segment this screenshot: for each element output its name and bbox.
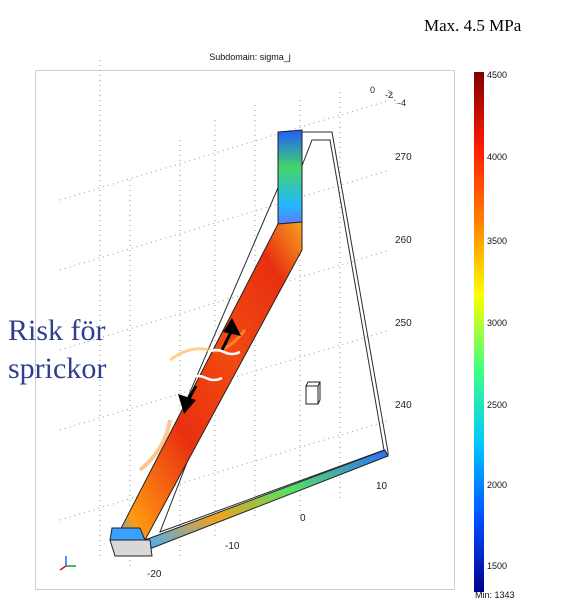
colorbar-tick: 4500 [487,70,508,80]
axes-icon [59,556,76,571]
z-tick: 260 [395,235,412,246]
colorbar-tick: 4000 [487,152,508,162]
top-tick: -2 [385,90,394,100]
top-tick: 0 [370,85,376,95]
diagonal-arm [114,221,303,541]
y-tick: -10 [225,541,240,552]
top-column [277,129,303,225]
crack-arrow-up [207,318,241,356]
z-tick: 270 [395,152,412,163]
grid [59,60,391,570]
foot [109,539,153,557]
colorbar-min-label: Min: 1343 [475,590,515,600]
colorbar [474,72,484,592]
box-icon [305,381,321,405]
crack-arrow-down [178,374,223,414]
y-tick: 10 [376,481,388,492]
colorbar-tick: 3000 [487,318,508,328]
annotation-line1: Risk för [8,314,106,347]
colorbar-tick: 2000 [487,480,508,490]
max-stress-label: Max. 4.5 MPa [424,16,522,35]
colorbar-tick: 3500 [487,236,508,246]
colorbar-tick: 2500 [487,400,508,410]
colorbar-tick: 1500 [487,561,508,571]
z-tick: 240 [395,400,412,411]
crack-risk-annotation: Risk för sprickor [8,312,106,388]
y-tick: -20 [147,569,162,580]
annotation-line2: sprickor [8,352,107,385]
top-tick: -4 [398,98,407,108]
z-tick: 250 [395,318,412,329]
plot-title: Subdomain: sigma_j [209,52,291,62]
y-tick: 0 [300,513,306,524]
